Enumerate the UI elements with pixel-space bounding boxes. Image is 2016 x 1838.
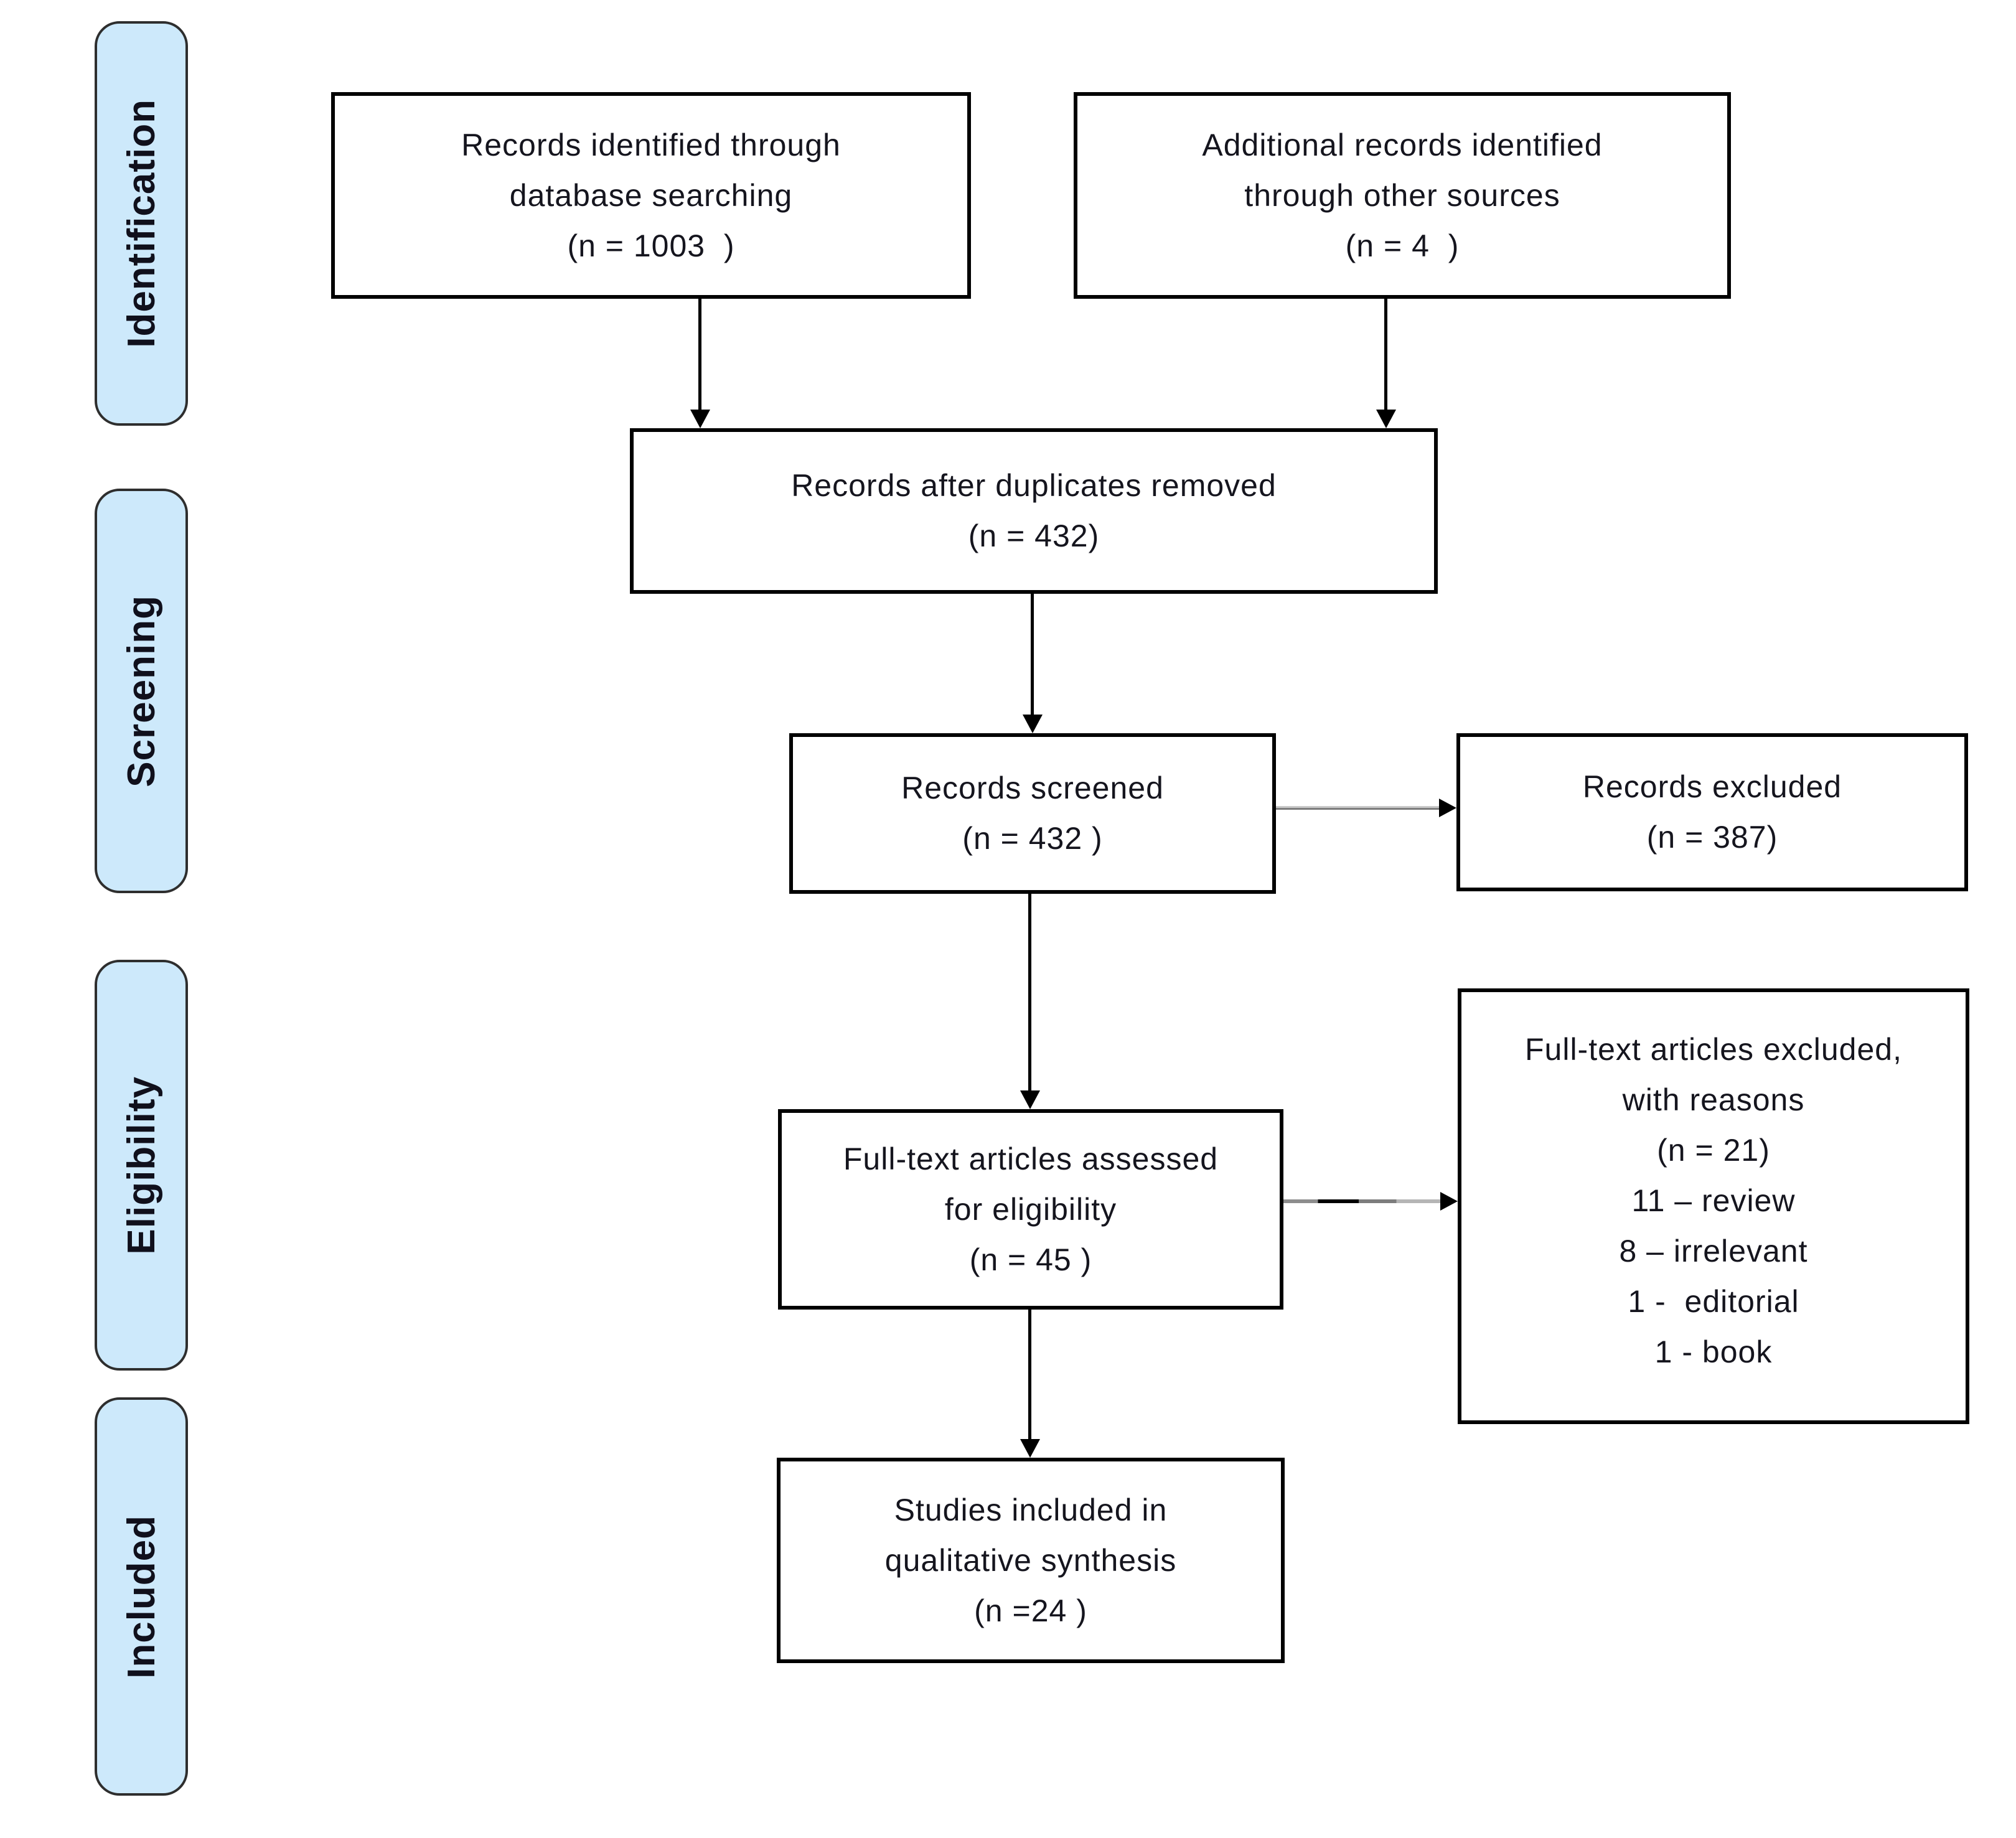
box-records-excluded-line: Records excluded [1582,769,1842,804]
box-fulltext-assessed: Full-text articles assessed for eligibil… [778,1109,1283,1310]
arrowhead-screened-to-fulltext [1020,1090,1040,1109]
arrowhead-screened-to-excluded [1439,799,1456,817]
arrow-fulltext-to-excluded [1283,1199,1440,1203]
box-studies-included-count: (n =24 ) [974,1593,1087,1628]
stage-eligibility-label: Eligibility [120,1076,163,1255]
arrow-additional-to-duplicates [1384,299,1387,411]
stage-identification-label: Identification [120,99,163,348]
stage-eligibility: Eligibility [95,960,188,1371]
box-fulltext-excluded-reason: 8 – irrelevant [1619,1234,1808,1268]
stage-included-label: Included [120,1514,163,1679]
box-fulltext-excluded-line: Full-text articles excluded, [1524,1032,1902,1067]
box-records-excluded-count: (n = 387) [1646,820,1778,855]
box-fulltext-excluded-reason: 1 - book [1654,1334,1773,1369]
box-records-identified-line: database searching [509,177,793,213]
box-fulltext-excluded-reason: 11 – review [1631,1183,1796,1218]
box-fulltext-assessed-line: for eligibility [944,1191,1117,1227]
box-fulltext-excluded-count: (n = 21) [1657,1133,1770,1168]
box-fulltext-excluded-line: with reasons [1622,1082,1805,1117]
box-fulltext-assessed-count: (n = 45 ) [969,1242,1092,1277]
arrowhead-fulltext-to-included [1020,1439,1040,1458]
box-studies-included-line: qualitative synthesis [884,1542,1177,1578]
box-duplicates-removed-line: Records after duplicates removed [791,468,1277,503]
stage-screening: Screening [95,489,188,893]
box-records-identified-line: Records identified through [461,127,841,162]
box-fulltext-excluded-reason: 1 - editorial [1628,1284,1799,1319]
box-fulltext-assessed-line: Full-text articles assessed [843,1141,1219,1176]
arrow-fulltext-to-included [1028,1310,1031,1440]
box-records-screened-line: Records screened [901,771,1164,805]
stage-included: Included [95,1397,188,1796]
box-additional-records-count: (n = 4 ) [1345,228,1460,263]
box-records-excluded: Records excluded (n = 387) [1456,733,1968,891]
arrow-screened-to-fulltext [1028,894,1031,1092]
box-records-screened: Records screened (n = 432 ) [789,733,1276,894]
arrowhead-additional-to-duplicates [1376,410,1396,428]
box-additional-records-line: Additional records identified [1202,127,1603,162]
box-duplicates-removed: Records after duplicates removed (n = 43… [630,428,1438,594]
box-additional-records: Additional records identified through ot… [1074,92,1731,299]
box-additional-records-line: through other sources [1244,177,1560,213]
box-fulltext-excluded: Full-text articles excluded, with reason… [1458,988,1969,1424]
box-records-identified: Records identified through database sear… [331,92,971,299]
arrow-duplicates-to-screened [1031,594,1034,716]
box-studies-included: Studies included in qualitative synthesi… [777,1458,1285,1663]
arrowhead-duplicates-to-screened [1023,715,1043,733]
box-records-screened-count: (n = 432 ) [962,821,1103,856]
arrow-screened-to-excluded [1276,806,1439,810]
stage-identification: Identification [95,21,188,426]
box-duplicates-removed-count: (n = 432) [968,518,1100,553]
box-studies-included-line: Studies included in [894,1492,1168,1527]
stage-screening-label: Screening [120,594,163,787]
arrow-identified-to-duplicates [698,299,701,411]
box-records-identified-count: (n = 1003 ) [567,228,735,263]
arrowhead-identified-to-duplicates [690,410,710,428]
arrowhead-fulltext-to-excluded [1440,1192,1458,1211]
